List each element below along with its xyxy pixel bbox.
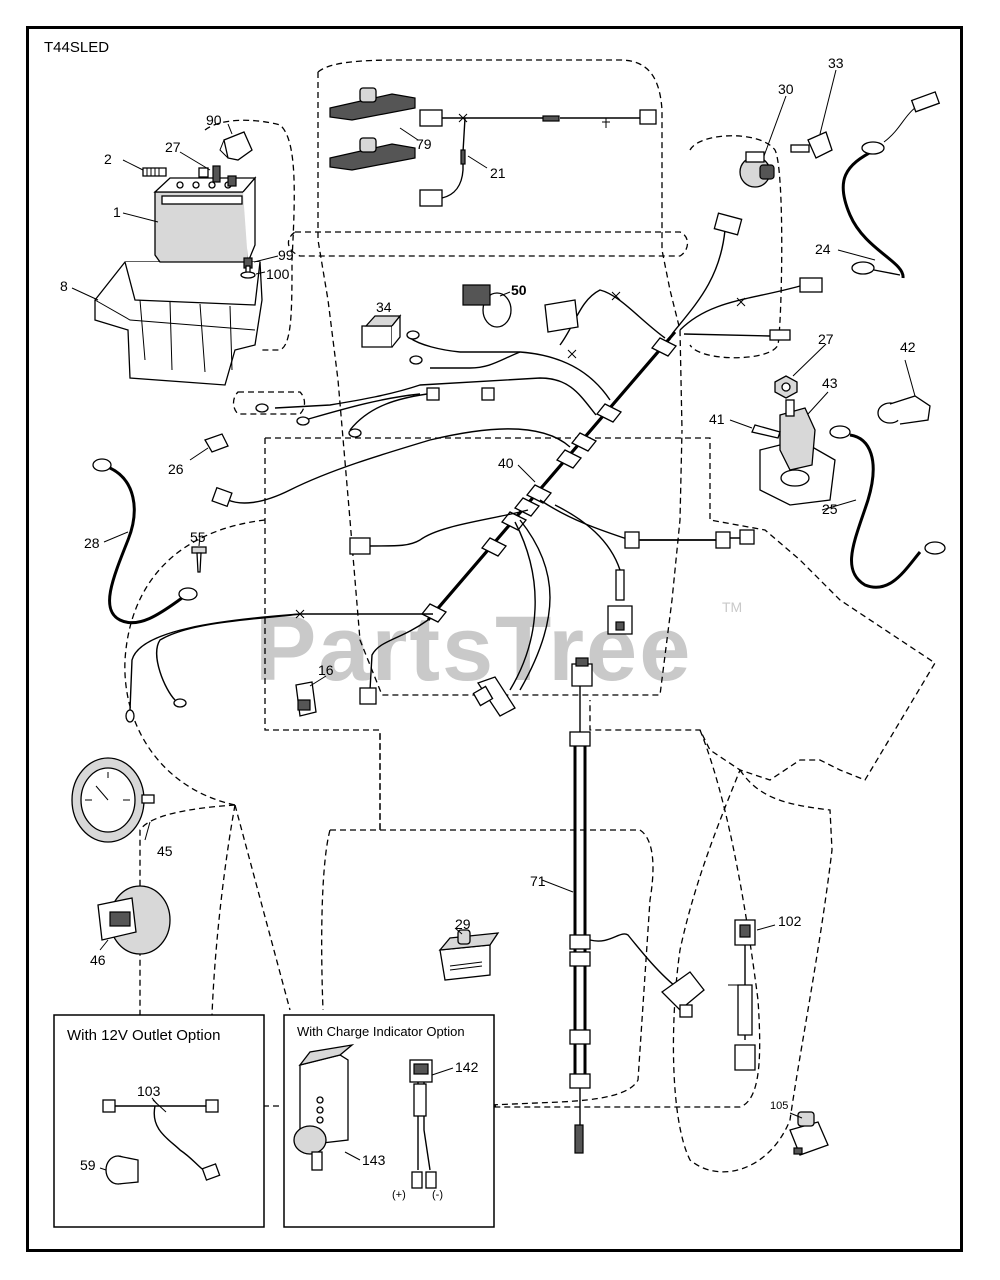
- callout-26: 26: [168, 461, 184, 477]
- top-center-parts: [329, 87, 657, 207]
- callout-28: 28: [84, 535, 100, 551]
- harness-71: [541, 657, 705, 1154]
- watermark-trademark: TM: [722, 599, 742, 615]
- outlet-option-title: With 12V Outlet Option: [67, 1027, 220, 1044]
- callout-33: 33: [828, 55, 844, 71]
- callout-103: 103: [137, 1083, 161, 1099]
- callout-2: 2: [104, 151, 112, 167]
- callout-59: 59: [80, 1157, 96, 1173]
- callout-79: 79: [416, 136, 432, 152]
- callout-41: 41: [709, 411, 725, 427]
- tractor-outline: [124, 59, 936, 1173]
- main-harness: [125, 212, 823, 723]
- callout-30: 30: [778, 81, 794, 97]
- ignition-parts: [739, 69, 941, 279]
- lower-right-parts: [438, 919, 829, 1156]
- callout-27a: 27: [165, 139, 181, 155]
- callout-71: 71: [530, 873, 546, 889]
- callout-34: 34: [376, 299, 392, 315]
- left-parts: [92, 433, 327, 717]
- callout-25: 25: [822, 501, 838, 517]
- callout-40: 40: [498, 455, 514, 471]
- diagram-frame: [26, 26, 963, 1252]
- callout-29: 29: [455, 916, 471, 932]
- callout-46: 46: [90, 952, 106, 968]
- callout-8: 8: [60, 278, 68, 294]
- callout-21: 21: [490, 165, 506, 181]
- option-box-charge-indicator: With Charge Indicator Option 143 142 (+)…: [283, 1014, 495, 1228]
- charge-option-title: With Charge Indicator Option: [297, 1024, 465, 1039]
- solenoid-parts: [729, 343, 946, 589]
- callout-105: 105: [770, 1100, 788, 1112]
- callout-50: 50: [511, 282, 527, 298]
- callout-27b: 27: [818, 331, 834, 347]
- battery-assembly: [71, 123, 279, 386]
- callout-42: 42: [900, 339, 916, 355]
- callout-143: 143: [362, 1152, 386, 1168]
- callout-1: 1: [113, 204, 121, 220]
- polarity-negative: (-): [432, 1189, 443, 1201]
- gauges: [71, 757, 171, 955]
- option-box-12v-outlet: With 12V Outlet Option 103 59: [53, 1014, 265, 1228]
- switch-parts: [361, 284, 512, 348]
- callout-24: 24: [815, 241, 831, 257]
- callouts: 1 2 8 90 27 99 100 79 21 30 33 24 34 50 …: [60, 55, 916, 1112]
- callout-102: 102: [778, 913, 802, 929]
- callout-55: 55: [190, 529, 206, 545]
- polarity-positive: (+): [392, 1189, 406, 1201]
- callout-45: 45: [157, 843, 173, 859]
- callout-142: 142: [455, 1059, 479, 1075]
- callout-100: 100: [266, 266, 290, 282]
- callout-90: 90: [206, 112, 222, 128]
- callout-99: 99: [278, 247, 294, 263]
- model-label: T44SLED: [44, 39, 109, 56]
- callout-16: 16: [318, 662, 334, 678]
- callout-43: 43: [822, 375, 838, 391]
